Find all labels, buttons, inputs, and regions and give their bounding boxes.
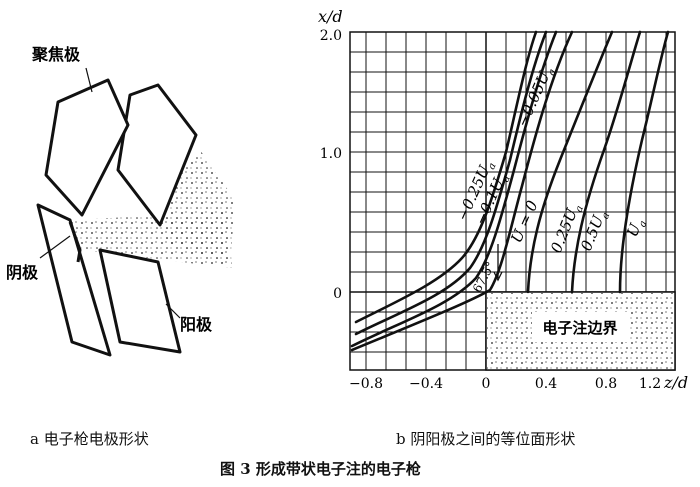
angle-marker xyxy=(493,244,503,282)
curve-label-minus-0.05: −0.05Ua xyxy=(513,63,558,131)
curve-minus-0.25Ua xyxy=(354,30,538,324)
curve-minus-0.05Ua xyxy=(350,30,558,348)
anode-leader xyxy=(165,303,181,319)
y-axis-title: x/d xyxy=(318,7,343,26)
x-tick: 1.2 xyxy=(639,376,661,392)
y-tick: 1.0 xyxy=(320,146,342,162)
subcaption-a: a 电子枪电极形状 xyxy=(30,430,149,448)
focus-electrode-back xyxy=(116,83,198,227)
focus-electrode-front xyxy=(44,78,130,217)
x-tick: 0.8 xyxy=(595,376,617,392)
beam-spread xyxy=(150,150,235,265)
electrode-diagram xyxy=(36,78,235,357)
label-focus-electrode: 聚焦极 xyxy=(31,45,81,64)
cathode-leader xyxy=(39,235,71,259)
subcaption-b: b 阴阳极之间的等位面形状 xyxy=(396,430,576,448)
y-tick: 2.0 xyxy=(320,28,342,44)
curve-Ua xyxy=(618,30,670,294)
curve-0.25Ua xyxy=(526,30,614,294)
y-tick: 0 xyxy=(333,286,342,302)
anode-plate xyxy=(98,248,182,354)
x-axis-title: z/d xyxy=(663,373,688,392)
x-tick: −0.4 xyxy=(409,376,443,392)
label-anode: 阳极 xyxy=(180,315,213,334)
x-tick: −0.8 xyxy=(349,376,383,392)
beam-boundary-label: 电子注边界 xyxy=(542,319,617,337)
focus-leader xyxy=(85,67,93,93)
curve-u0 xyxy=(350,30,574,352)
curve-minus-0.1Ua xyxy=(354,30,548,336)
angle-label: 67.5° xyxy=(470,259,498,294)
x-tick: 0 xyxy=(482,376,491,392)
curve-label-Ua: Ua xyxy=(623,215,649,240)
figure-caption: 图 3 形成带状电子注的电子枪 xyxy=(220,460,421,478)
equipotential-curves xyxy=(350,30,670,352)
curve-0.5Ua xyxy=(570,30,642,294)
x-tick: 0.4 xyxy=(535,376,557,392)
cathode-surface xyxy=(68,221,82,263)
cathode-plate xyxy=(36,203,112,357)
label-cathode: 阴极 xyxy=(6,263,39,282)
curve-label-0.5: 0.5Ua xyxy=(577,207,612,254)
